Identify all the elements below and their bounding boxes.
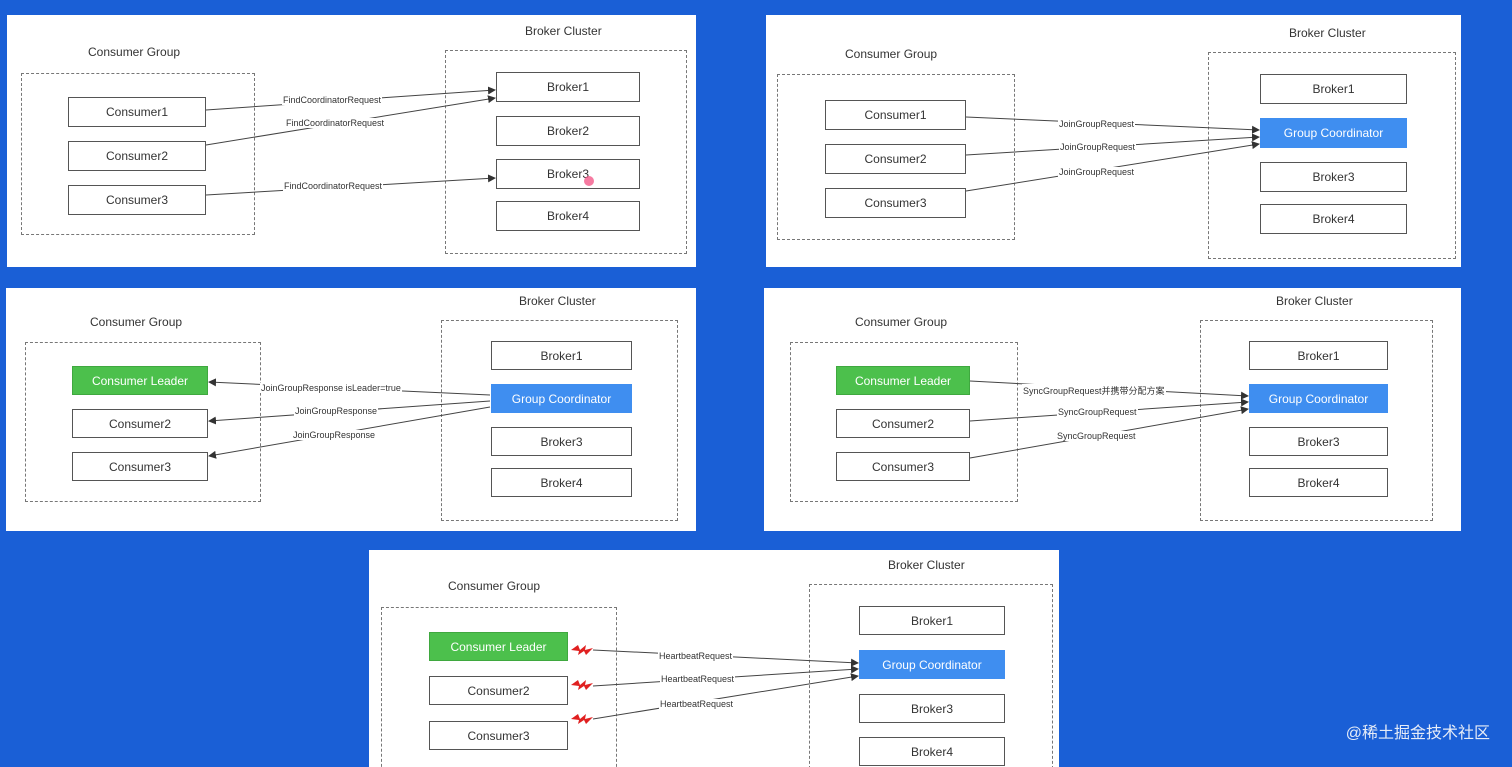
consumer2-box: Consumer2: [825, 144, 966, 174]
heartbeat-request-label-1: HeartbeatRequest: [658, 651, 734, 661]
consumer-group-title: Consumer Group: [88, 45, 181, 59]
group-coordinator-box: Group Coordinator: [1260, 118, 1407, 148]
broker1-box: Broker1: [1249, 341, 1388, 370]
panel-find-coordinator: Consumer Group Broker Cluster Consumer1 …: [7, 15, 696, 267]
join-group-request-label-2: JoinGroupRequest: [1059, 142, 1137, 152]
consumer-leader-box: Consumer Leader: [429, 632, 568, 661]
broker1-box: Broker1: [491, 341, 632, 370]
broker4-box: Broker4: [496, 201, 640, 231]
broker4-box: Broker4: [491, 468, 632, 497]
heartbeat-request-label-2: HeartbeatRequest: [660, 674, 736, 684]
arrow-consumer3-coordinator: [592, 673, 859, 720]
broker-cluster-title: Broker Cluster: [519, 294, 596, 308]
broker-cluster-frame: [1208, 52, 1456, 259]
consumer3-box: Consumer3: [825, 188, 966, 218]
broker2-box: Broker2: [496, 116, 640, 146]
heartbeat-bolt-icon: [571, 714, 593, 724]
sync-group-request-plan-label: SyncGroupRequest并携带分配方案: [1022, 384, 1166, 397]
consumer3-box: Consumer3: [836, 452, 970, 481]
heartbeat-bolt-icon: [571, 645, 593, 655]
consumer3-box: Consumer3: [68, 185, 206, 215]
group-coordinator-box: Group Coordinator: [859, 650, 1005, 679]
broker1-box: Broker1: [496, 72, 640, 102]
broker-cluster-frame: [445, 50, 687, 254]
group-coordinator-box: Group Coordinator: [491, 384, 632, 413]
consumer-leader-box: Consumer Leader: [836, 366, 970, 395]
consumer-group-frame: [25, 342, 261, 502]
broker-cluster-frame: [441, 320, 678, 521]
request-arrows: [205, 86, 496, 196]
broker4-box: Broker4: [1249, 468, 1388, 497]
broker3-box: Broker3: [1249, 427, 1388, 456]
join-group-response-leader-label: JoinGroupResponse isLeader=true: [260, 383, 402, 393]
join-group-response-label-1: JoinGroupResponse: [294, 406, 379, 416]
consumer2-box: Consumer2: [429, 676, 568, 705]
sync-group-request-label-2: SyncGroupRequest: [1056, 431, 1137, 441]
consumer-group-title: Consumer Group: [855, 315, 948, 329]
sync-group-request-label-1: SyncGroupRequest: [1057, 407, 1138, 417]
heartbeat-bolt-icon: [571, 680, 593, 690]
consumer-group-frame: [777, 74, 1015, 240]
join-group-request-label-1: JoinGroupRequest: [1058, 119, 1136, 129]
request-arrows: [965, 116, 1260, 192]
broker3-box: Broker3: [859, 694, 1005, 723]
broker1-box: Broker1: [1260, 74, 1407, 104]
broker3-box: Broker3: [1260, 162, 1407, 192]
panel-heartbeat-request: Consumer Group Broker Cluster Consumer L…: [369, 550, 1059, 767]
broker4-box: Broker4: [1260, 204, 1407, 234]
consumer-group-frame: [790, 342, 1018, 502]
consumer-group-title: Consumer Group: [448, 579, 541, 593]
consumer2-box: Consumer2: [72, 409, 208, 438]
find-coordinator-label-1: FindCoordinatorRequest: [282, 95, 383, 105]
consumer-group-frame: [381, 607, 617, 767]
broker3-box: Broker3: [496, 159, 640, 189]
heartbeat-request-label-3: HeartbeatRequest: [659, 699, 735, 709]
group-coordinator-box: Group Coordinator: [1249, 384, 1388, 413]
broker4-box: Broker4: [859, 737, 1005, 766]
broker1-box: Broker1: [859, 606, 1005, 635]
panel-join-group-response: Consumer Group Broker Cluster Consumer L…: [6, 288, 696, 531]
consumer-group-title: Consumer Group: [845, 47, 938, 61]
consumer1-box: Consumer1: [68, 97, 206, 127]
consumer2-box: Consumer2: [836, 409, 970, 438]
panel-join-group-request: Consumer Group Broker Cluster Consumer1 …: [766, 15, 1461, 267]
broker-cluster-title: Broker Cluster: [1289, 26, 1366, 40]
consumer-leader-box: Consumer Leader: [72, 366, 208, 395]
join-group-request-label-3: JoinGroupRequest: [1058, 167, 1136, 177]
find-coordinator-label-3: FindCoordinatorRequest: [283, 181, 384, 191]
consumer3-box: Consumer3: [429, 721, 568, 750]
consumer-group-title: Consumer Group: [90, 315, 183, 329]
broker3-box: Broker3: [491, 427, 632, 456]
consumer3-box: Consumer3: [72, 452, 208, 481]
consumer-group-frame: [21, 73, 255, 235]
broker-cluster-title: Broker Cluster: [525, 24, 602, 38]
consumer1-box: Consumer1: [825, 100, 966, 130]
watermark: @稀土掘金技术社区: [1345, 725, 1490, 742]
find-coordinator-label-2: FindCoordinatorRequest: [285, 118, 386, 128]
broker-cluster-frame: [809, 584, 1053, 767]
broker-cluster-title: Broker Cluster: [1276, 294, 1353, 308]
mouse-cursor-highlight: [584, 176, 594, 186]
consumer2-box: Consumer2: [68, 141, 206, 171]
join-group-response-label-2: JoinGroupResponse: [292, 430, 377, 440]
broker-cluster-frame: [1200, 320, 1433, 521]
broker-cluster-title: Broker Cluster: [888, 558, 965, 572]
panel-sync-group-request: Consumer Group Broker Cluster Consumer L…: [764, 288, 1461, 531]
